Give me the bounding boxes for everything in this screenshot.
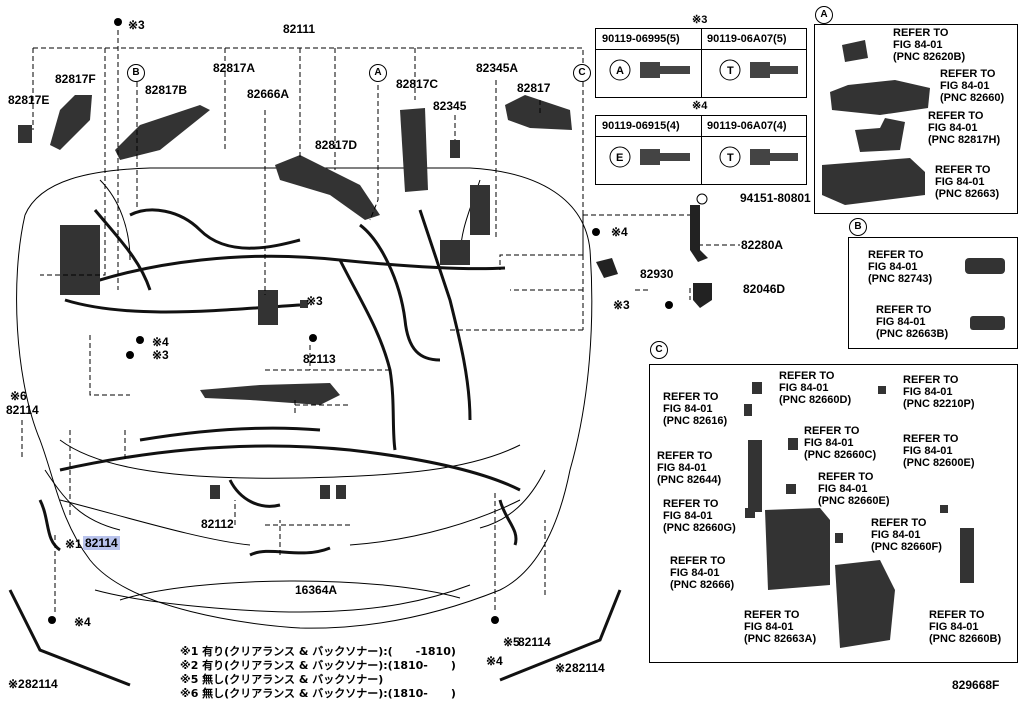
callout-82114-bottom-right[interactable]: 82114	[572, 661, 605, 675]
highlighted-part-number[interactable]: 82114	[83, 536, 120, 550]
refer-to-link[interactable]: REFER TO FIG 84-01 (PNC 82660E)	[818, 471, 890, 507]
note-line-2: ※2 有り(クリアランス & バックソナー):(1810- )	[180, 659, 456, 672]
bolt-symbol: E	[616, 152, 624, 164]
callout-82817e[interactable]: 82817E	[8, 93, 50, 107]
refer-to-link[interactable]: REFER TO FIG 84-01 (PNC 82743)	[868, 249, 933, 285]
callout-82111[interactable]: 82111	[283, 22, 316, 36]
refer-to-link[interactable]: REFER TO FIG 84-01 (PNC 82666)	[670, 555, 735, 591]
callout-82817[interactable]: 82817	[517, 81, 551, 95]
bolt-part-number[interactable]: 90119-06915(4)	[602, 120, 680, 132]
callout-16364a[interactable]: 16364A	[295, 583, 338, 597]
bolt-table-4-title: ※4	[692, 100, 708, 112]
bolt-symbol: A	[616, 65, 624, 77]
note-line-6: ※6 無し(クリアランス & バックソナー):(1810- )	[180, 687, 456, 700]
refer-to-link[interactable]: REFER TO FIG 84-01 (PNC 82660B)	[929, 609, 1002, 645]
refer-to-link[interactable]: REFER TO FIG 84-01 (PNC 82620B)	[893, 27, 966, 63]
callout-82817f[interactable]: 82817F	[55, 72, 96, 86]
note-mark: ※1	[65, 537, 82, 551]
callout-82114-bottom-left[interactable]: 82114	[25, 677, 58, 691]
callout-82113[interactable]: 82113	[303, 352, 336, 366]
callout-82114-highlighted[interactable]: 82114	[83, 536, 120, 550]
detail-box-a	[814, 24, 1018, 214]
callout-82817a[interactable]: 82817A	[213, 61, 256, 75]
bolt-table-3: 90119-06995(5) 90119-06A07(5) A T	[595, 28, 807, 98]
note-mark: ※4	[74, 615, 91, 629]
box-a-marker: A	[815, 6, 833, 24]
refer-to-link[interactable]: REFER TO FIG 84-01 (PNC 82660C)	[804, 425, 877, 461]
detail-box-b	[848, 237, 1018, 349]
callout-82046d[interactable]: 82046D	[743, 282, 786, 296]
figure-code: 829668F	[952, 678, 1000, 692]
callout-94151-80801[interactable]: 94151-80801	[740, 191, 811, 205]
refer-to-link[interactable]: REFER TO FIG 84-01 (PNC 82660D)	[779, 370, 852, 406]
callout-82345[interactable]: 82345	[433, 99, 467, 113]
note-mark: ※3	[306, 294, 323, 308]
box-c-marker: C	[650, 341, 668, 359]
refer-to-link[interactable]: REFER TO FIG 84-01 (PNC 82660F)	[871, 517, 942, 553]
bolt-part-number[interactable]: 90119-06A07(5)	[707, 33, 787, 45]
refer-to-link[interactable]: REFER TO FIG 84-01 (PNC 82663B)	[876, 304, 949, 340]
callout-82345a[interactable]: 82345A	[476, 61, 519, 75]
note-mark: ※3	[613, 298, 630, 312]
note-mark: ※5	[503, 635, 520, 649]
refer-to-link[interactable]: REFER TO FIG 84-01 (PNC 82616)	[663, 391, 728, 427]
note-mark: ※6	[10, 389, 27, 403]
note-mark: ※3	[152, 348, 169, 362]
callout-82817d[interactable]: 82817D	[315, 138, 358, 152]
callout-82930[interactable]: 82930	[640, 267, 674, 281]
box-b-marker: B	[849, 218, 867, 236]
bolt-table-3-title: ※3	[692, 14, 708, 26]
refer-to-link[interactable]: REFER TO FIG 84-01 (PNC 82663A)	[744, 609, 817, 645]
note-mark: ※4	[152, 335, 169, 349]
refer-to-link[interactable]: REFER TO FIG 84-01 (PNC 82663)	[935, 164, 1000, 200]
bolt-table-4: 90119-06915(4) 90119-06A07(4) E T	[595, 115, 807, 185]
note-mark: ※2	[555, 661, 572, 675]
refer-to-link[interactable]: REFER TO FIG 84-01 (PNC 82644)	[657, 450, 722, 486]
refer-to-link[interactable]: REFER TO FIG 84-01 (PNC 82600E)	[903, 433, 975, 469]
note-mark: ※4	[611, 225, 628, 239]
callout-82114-left[interactable]: 82114	[6, 403, 39, 417]
circle-marker-c[interactable]: C	[573, 64, 591, 82]
note-mark: ※4	[486, 654, 503, 668]
bolt-symbol: T	[727, 152, 734, 164]
callout-82666a[interactable]: 82666A	[247, 87, 290, 101]
detail-box-c	[649, 364, 1018, 663]
note-line-1: ※1 有り(クリアランス & バックソナー):( -1810)	[180, 645, 456, 658]
bolt-part-number[interactable]: 90119-06A07(4)	[707, 120, 787, 132]
bolt-part-number[interactable]: 90119-06995(5)	[602, 33, 680, 45]
callout-82112[interactable]: 82112	[201, 517, 234, 531]
note-line-5: ※5 無し(クリアランス & バックソナー)	[180, 673, 384, 686]
circle-marker-a[interactable]: A	[369, 64, 387, 82]
note-mark: ※3	[128, 18, 145, 32]
refer-to-link[interactable]: REFER TO FIG 84-01 (PNC 82210P)	[903, 374, 975, 410]
refer-to-link[interactable]: REFER TO FIG 84-01 (PNC 82660G)	[663, 498, 736, 534]
circle-marker-b[interactable]: B	[127, 64, 145, 82]
callout-82114-bottom-mid[interactable]: 82114	[518, 635, 551, 649]
note-mark: ※2	[8, 677, 25, 691]
refer-to-link[interactable]: REFER TO FIG 84-01 (PNC 82660)	[940, 68, 1005, 104]
bolt-symbol: T	[727, 65, 734, 77]
callout-82817c[interactable]: 82817C	[396, 77, 439, 91]
refer-to-link[interactable]: REFER TO FIG 84-01 (PNC 82817H)	[928, 110, 1001, 146]
callout-82280a[interactable]: 82280A	[741, 238, 784, 252]
callout-82817b[interactable]: 82817B	[145, 83, 188, 97]
